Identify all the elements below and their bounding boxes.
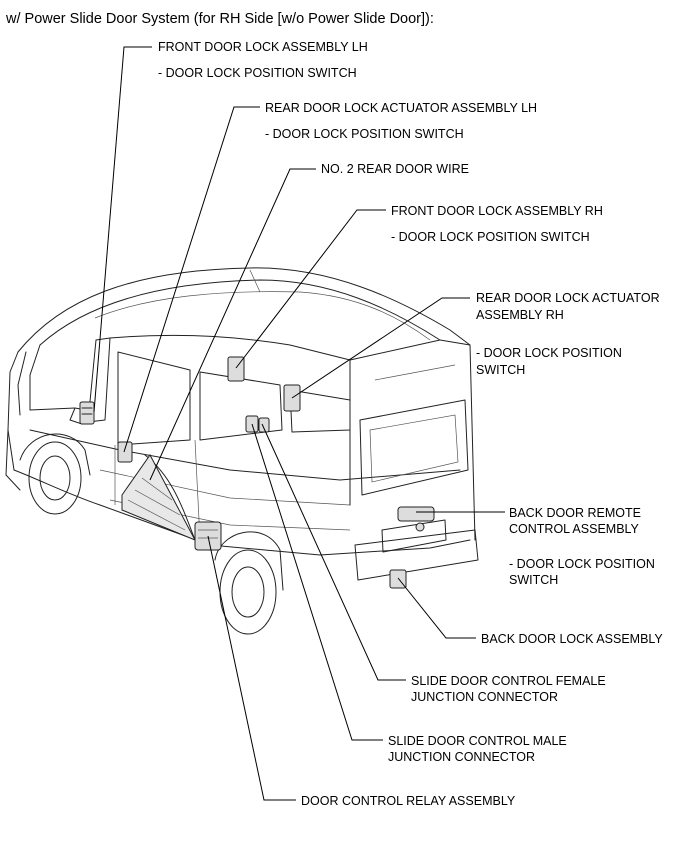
label-rear-door-lock-lh-sub: - DOOR LOCK POSITION SWITCH	[265, 127, 464, 141]
component-front-door-lock-lh	[79, 401, 95, 425]
component-back-door-remote-control	[397, 506, 435, 532]
label-back-door-remote-line1: BACK DOOR REMOTE	[509, 506, 641, 520]
label-rear-door-lock-rh-line1: REAR DOOR LOCK ACTUATOR	[476, 291, 660, 305]
label-rear-door-lock-rh-line2: ASSEMBLY RH	[476, 308, 564, 322]
label-male-connector-line1: SLIDE DOOR CONTROL MALE	[388, 734, 567, 748]
label-front-door-lock-lh: FRONT DOOR LOCK ASSEMBLY LH	[158, 40, 368, 54]
label-rear-door-lock-lh: REAR DOOR LOCK ACTUATOR ASSEMBLY LH	[265, 101, 537, 115]
label-back-door-lock: BACK DOOR LOCK ASSEMBLY	[481, 632, 663, 646]
component-no2-rear-door-wire	[121, 454, 197, 541]
label-no2-rear-door-wire: NO. 2 REAR DOOR WIRE	[321, 162, 469, 176]
label-female-connector-line2: JUNCTION CONNECTOR	[411, 690, 558, 704]
label-female-connector-line1: SLIDE DOOR CONTROL FEMALE	[411, 674, 606, 688]
label-back-door-remote-line2: CONTROL ASSEMBLY	[509, 522, 640, 536]
label-front-door-lock-rh: FRONT DOOR LOCK ASSEMBLY RH	[391, 204, 603, 218]
label-door-control-relay: DOOR CONTROL RELAY ASSEMBLY	[301, 794, 516, 808]
label-rear-door-lock-rh-sub1: - DOOR LOCK POSITION	[476, 346, 622, 360]
van-illustration	[5, 267, 479, 635]
component-rear-door-lock-lh	[117, 441, 133, 463]
label-back-door-remote-sub2: SWITCH	[509, 573, 558, 587]
label-front-door-lock-lh-sub: - DOOR LOCK POSITION SWITCH	[158, 66, 357, 80]
diagram-title: w/ Power Slide Door System (for RH Side …	[5, 11, 434, 27]
leader-lines	[93, 46, 505, 801]
label-back-door-remote-sub1: - DOOR LOCK POSITION	[509, 557, 655, 571]
label-male-connector-line2: JUNCTION CONNECTOR	[388, 750, 535, 764]
component-slide-door-junction-connectors	[245, 415, 270, 433]
label-front-door-lock-rh-sub: - DOOR LOCK POSITION SWITCH	[391, 230, 590, 244]
label-rear-door-lock-rh-sub2: SWITCH	[476, 363, 525, 377]
